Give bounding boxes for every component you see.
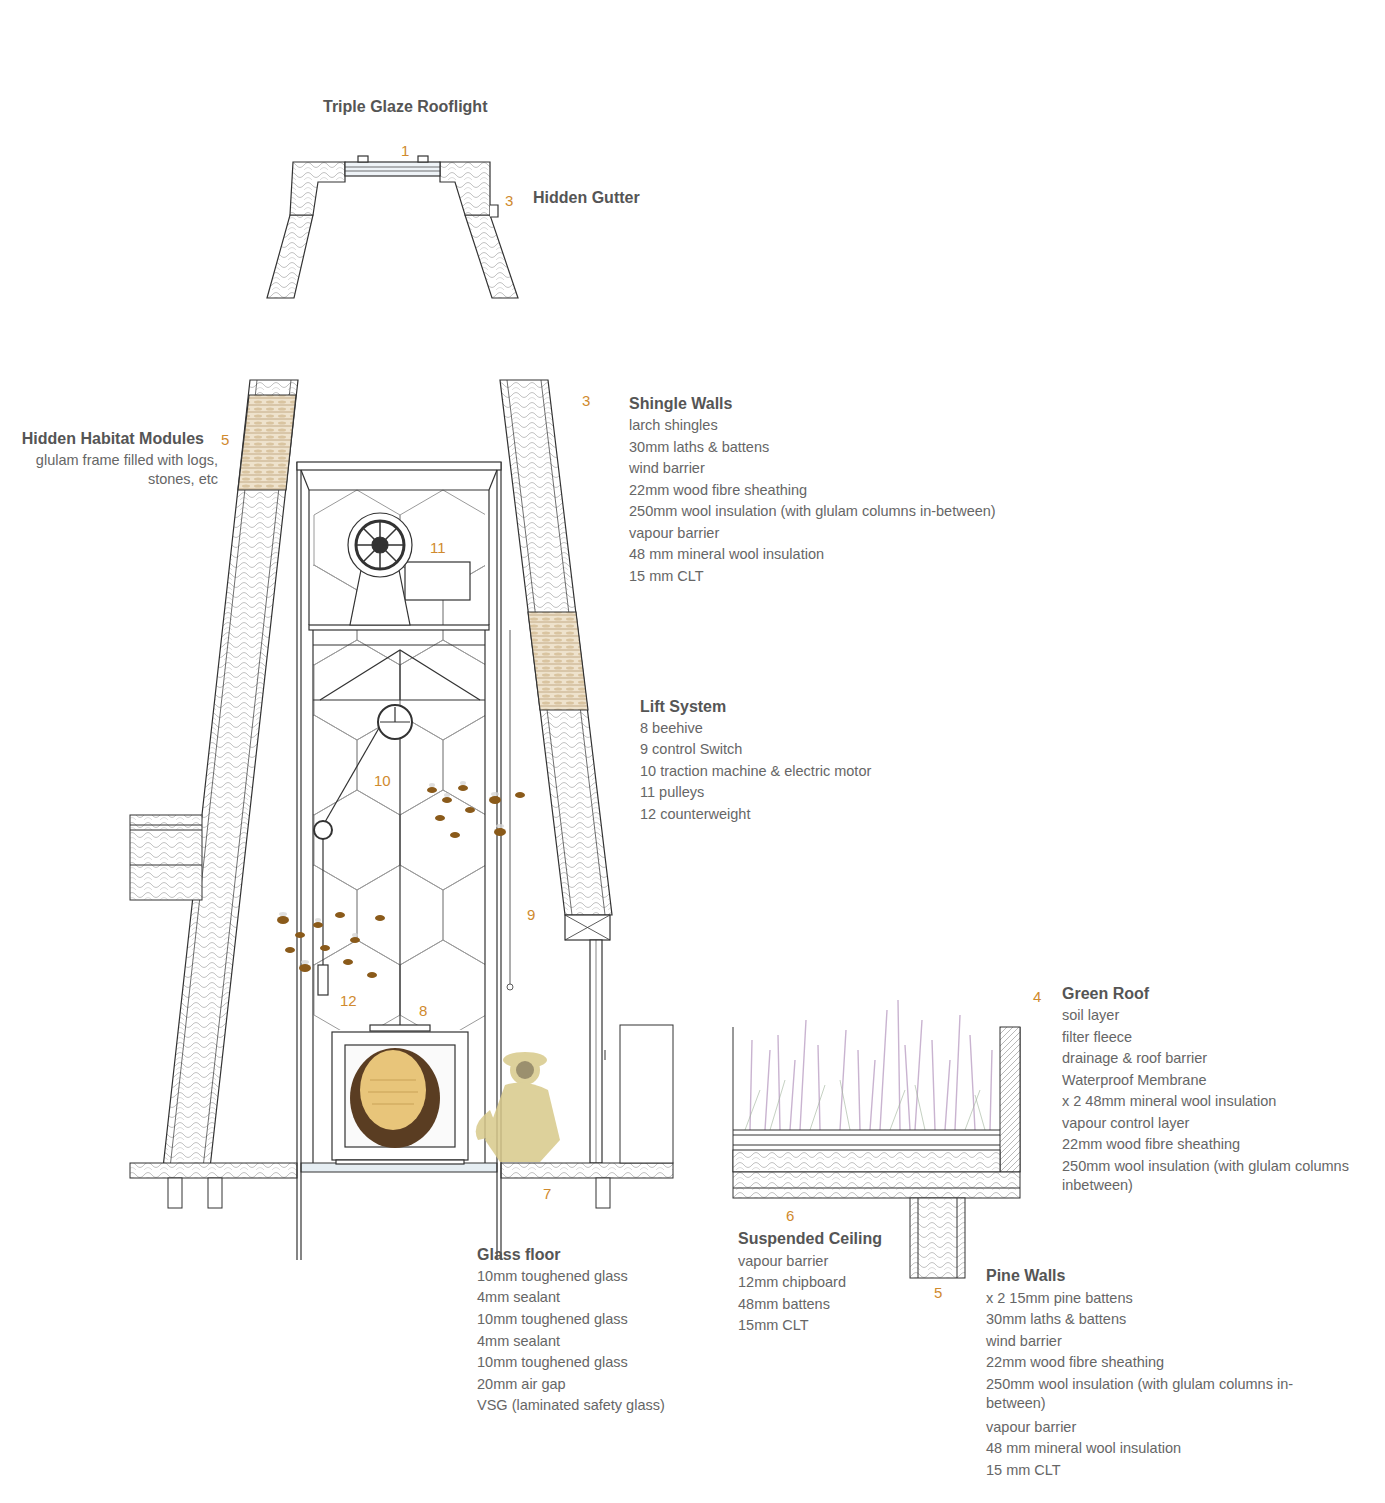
callout-number: 8 xyxy=(417,1001,429,1020)
callout-number: 3 xyxy=(503,191,515,210)
section-heading: Green Roof xyxy=(1062,984,1149,1003)
spec-line: 10mm toughened glass xyxy=(477,1310,628,1329)
callout-number: 5 xyxy=(932,1283,944,1302)
spec-line: 250mm wool insulation (with glulam colum… xyxy=(1062,1157,1377,1195)
spec-line: 15 mm CLT xyxy=(986,1461,1061,1480)
spec-line: 9 control Switch xyxy=(640,740,742,759)
callout-number: 1 xyxy=(399,141,411,160)
callout-number: 3 xyxy=(580,391,592,410)
spec-line: 4mm sealant xyxy=(477,1332,560,1351)
bees xyxy=(277,781,525,978)
lift-frame xyxy=(297,462,501,1260)
spec-line: x 2 48mm mineral wool insulation xyxy=(1062,1092,1276,1111)
section-heading: Suspended Ceiling xyxy=(738,1229,882,1248)
beekeeper-figure xyxy=(476,1052,560,1162)
floor-slab xyxy=(130,815,202,900)
spec-line: drainage & roof barrier xyxy=(1062,1049,1207,1068)
section-heading: Lift System xyxy=(640,697,726,716)
spec-line: 48 mm mineral wool insulation xyxy=(629,545,824,564)
ground-floor xyxy=(130,1025,673,1208)
section-heading: Pine Walls xyxy=(986,1266,1065,1285)
section-heading: Shingle Walls xyxy=(629,394,732,413)
callout-number: 6 xyxy=(784,1206,796,1225)
spec-line: 15 mm CLT xyxy=(629,567,704,586)
section-heading: Glass floor xyxy=(477,1245,561,1264)
spec-line: 48mm battens xyxy=(738,1295,830,1314)
callout-number: 4 xyxy=(1031,987,1043,1006)
spec-line: 22mm wood fibre sheathing xyxy=(986,1353,1164,1372)
spec-line: 11 pulleys xyxy=(640,783,704,802)
section-heading: Triple Glaze Rooflight xyxy=(323,97,487,116)
spec-line: 20mm air gap xyxy=(477,1375,566,1394)
spec-line: wind barrier xyxy=(986,1332,1062,1351)
spec-line: larch shingles xyxy=(629,416,718,435)
spec-line: soil layer xyxy=(1062,1006,1119,1025)
callout-number: 11 xyxy=(428,538,448,557)
spec-line: 8 beehive xyxy=(640,719,703,738)
spec-line: 22mm wood fibre sheathing xyxy=(629,481,807,500)
spec-line: 22mm wood fibre sheathing xyxy=(1062,1135,1240,1154)
shingle-walls xyxy=(163,380,612,1168)
section-heading: Hidden Habitat Modules xyxy=(22,429,204,448)
spec-line: 250mm wool insulation (with glulam colum… xyxy=(629,502,996,521)
callout-number: 10 xyxy=(372,771,393,790)
rooflight xyxy=(267,156,518,298)
spec-line: vapour barrier xyxy=(629,524,719,543)
spec-line: 10mm toughened glass xyxy=(477,1353,628,1372)
spec-line: 48 mm mineral wool insulation xyxy=(986,1439,1181,1458)
spec-line: 10 traction machine & electric motor xyxy=(640,762,871,781)
section-heading: Hidden Gutter xyxy=(533,188,640,207)
spec-line: VSG (laminated safety glass) xyxy=(477,1396,665,1415)
spec-line: 30mm laths & battens xyxy=(986,1310,1126,1329)
spec-line: 30mm laths & battens xyxy=(629,438,769,457)
callout-number: 5 xyxy=(219,430,231,449)
spec-line: 10mm toughened glass xyxy=(477,1267,628,1286)
spec-line: Waterproof Membrane xyxy=(1062,1071,1207,1090)
spec-line: 12 counterweight xyxy=(640,805,750,824)
spec-line: vapour barrier xyxy=(986,1418,1076,1437)
callout-number: 9 xyxy=(525,905,537,924)
pulley-system xyxy=(314,630,513,1025)
traction-machine xyxy=(348,513,470,625)
spec-line: x 2 15mm pine battens xyxy=(986,1289,1133,1308)
spec-line: wind barrier xyxy=(629,459,705,478)
callout-number: 12 xyxy=(338,991,359,1010)
callout-number: 7 xyxy=(541,1184,553,1203)
spec-line: vapour control layer xyxy=(1062,1114,1189,1133)
spec-line: 15mm CLT xyxy=(738,1316,809,1335)
spec-line: filter fleece xyxy=(1062,1028,1132,1047)
spec-line: vapour barrier xyxy=(738,1252,828,1271)
spec-line: 12mm chipboard xyxy=(738,1273,846,1292)
spec-line: glulam frame filled with logs, stones, e… xyxy=(3,451,218,489)
beehive xyxy=(332,1025,468,1164)
spec-line: 250mm wool insulation (with glulam colum… xyxy=(986,1375,1306,1413)
honeycomb-pattern xyxy=(313,490,485,1030)
spec-line: 4mm sealant xyxy=(477,1288,560,1307)
green-roof xyxy=(733,1000,1020,1278)
